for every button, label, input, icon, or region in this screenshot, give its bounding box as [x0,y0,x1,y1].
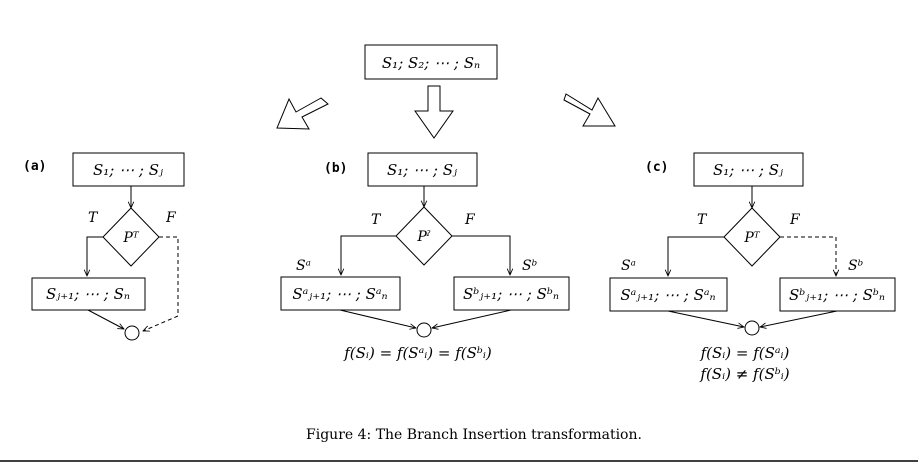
panel-c-right-box [779,277,896,312]
panel-c-predicate-text: Pᵀ [743,230,760,246]
panel-b: (b) S₁; ⋯ ; Sⱼ Pˀ T F Sᵃ Sᵇ Sᵃⱼ₊₁; ⋯ ; S… [280,152,570,362]
panel-b-branch-right-label: Sᵇ [522,258,537,274]
panel-c-true-label: T [697,212,708,228]
panel-c-predicate-diamond [723,207,781,267]
panel-b-top-box-text: S₁; ⋯ ; Sⱼ [387,161,457,179]
panel-a-tag: (a) [23,159,46,174]
panel-a-top-box-text: S₁; ⋯ ; Sⱼ [93,161,163,179]
panel-a-merge-node [124,325,140,341]
panel-c-top-box-text: S₁; ⋯ ; Sⱼ [713,161,783,179]
panel-a: (a) S₁; ⋯ ; Sⱼ Pᵀ T F Sⱼ₊₁; ⋯ ; Sₙ [23,152,185,341]
panel-a-top-box [72,152,185,187]
panel-a-predicate-diamond [102,207,160,267]
panel-c-equation-2: f(Sᵢ) ≠ f(Sᵇᵢ) [699,365,789,383]
panel-c-branch-left-label: Sᵃ [621,258,636,274]
panel-b-false-label: F [464,212,476,228]
panel-b-true-label: T [371,212,382,228]
panel-c-branch-right-label: Sᵇ [848,258,863,274]
panel-c-merge-node [744,320,760,336]
panel-c-left-box-text: Sᵃⱼ₊₁; ⋯ ; Sᵃₙ [620,286,715,304]
panel-b-equation: f(Sᵢ) = f(Sᵃᵢ) = f(Sᵇᵢ) [343,344,492,362]
panel-c-right-box-text: Sᵇⱼ₊₁; ⋯ ; Sᵇₙ [789,286,885,304]
panel-c-left-box [609,277,728,312]
top-statement-text: S₁; S₂; ⋯ ; Sₙ [382,54,480,72]
top-statement-box: S₁; S₂; ⋯ ; Sₙ [364,44,498,80]
panel-b-tag: (b) [324,161,347,176]
panel-b-right-box-text: Sᵇⱼ₊₁; ⋯ ; Sᵇₙ [463,285,559,303]
panel-b-right-box [453,276,570,311]
panel-c-top-box [693,152,804,187]
panel-b-branch-left-label: Sᵃ [296,258,311,274]
panel-a-predicate-text: Pᵀ [122,230,139,246]
panel-c-false-label: F [789,212,801,228]
panel-a-true-label: T [88,210,99,226]
panel-c-tag: (c) [645,160,668,175]
figure-caption: Figure 4: The Branch Insertion transform… [306,427,642,443]
panel-b-left-box-text: Sᵃⱼ₊₁; ⋯ ; Sᵃₙ [292,285,387,303]
panel-b-predicate-text: Pˀ [416,229,430,245]
panel-b-merge-node [416,322,432,338]
panel-a-false-label: F [165,210,177,226]
panel-b-predicate-diamond [395,206,453,266]
hollow-arrow-left [276,97,329,130]
panel-c: (c) S₁; ⋯ ; Sⱼ Pᵀ T F Sᵃ Sᵇ Sᵃⱼ₊₁; ⋯ ; S… [609,152,896,383]
panel-a-left-box-text: Sⱼ₊₁; ⋯ ; Sₙ [46,285,130,303]
panel-b-top-box [367,152,478,187]
panel-c-equation-1: f(Sᵢ) = f(Sᵃᵢ) [700,344,790,362]
hollow-arrow-down [414,85,454,139]
hollow-arrow-right [563,93,616,127]
